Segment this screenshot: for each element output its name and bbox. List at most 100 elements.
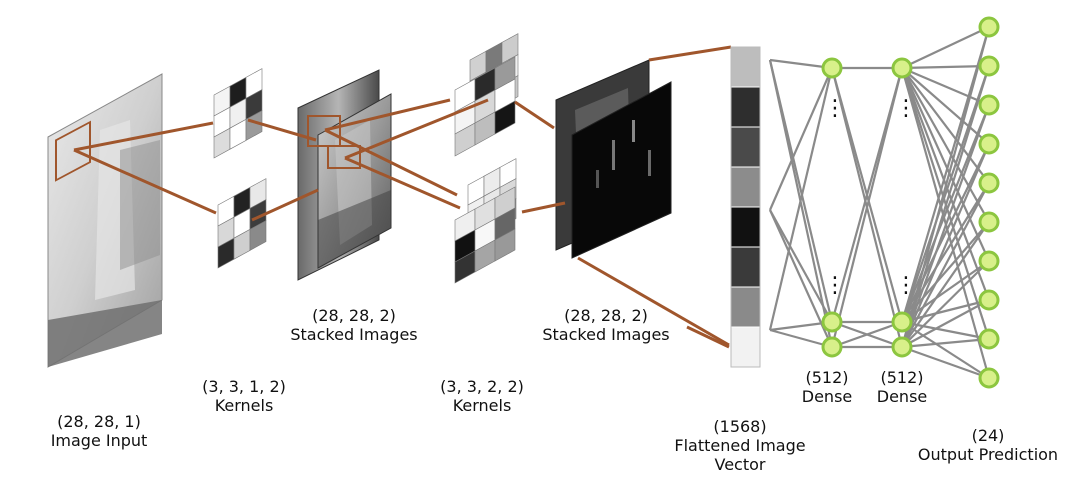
output-node [978,367,1000,389]
kernel-2a-front [454,56,516,157]
output-node [978,328,1000,350]
vector-cell [730,46,761,88]
kernel-1b [217,178,267,269]
network-edge [900,65,991,348]
kernels-2-name: Kernels [452,396,512,415]
output-node [978,172,1000,194]
image-input-panel [47,73,163,368]
network-edge [901,66,990,107]
output-name: Output Prediction [917,445,1059,464]
image-input-name: Image Input [50,431,148,450]
network-edge [769,209,833,323]
stacked-2-shape: (28, 28, 2) [564,306,648,325]
output-shape: (24) [971,426,1005,445]
dense-ellipsis: ⋮ ⋮ ⋮ ⋮ [824,96,917,298]
flattened-name-1: Flattened Image [674,436,806,455]
vector-cell [730,166,761,208]
kernel-1a [213,68,263,159]
stacked-1-shape: (28, 28, 2) [312,306,396,325]
dense-1-node [821,57,843,79]
network-edge [901,64,990,70]
stacked-2-name: Stacked Images [542,325,670,344]
receptive-field-box-stack-front [327,145,361,169]
dense-2-ellipsis-top: ⋮ [895,96,917,121]
kernel-cell [494,100,516,135]
kernels-2-shape: (3, 3, 2, 2) [440,377,524,396]
network-edge [901,67,990,145]
network-edge [768,67,834,331]
kernel-cell [249,220,267,251]
network-nodes [821,16,1000,389]
receptive-field-box-stack [307,115,341,147]
label-stacked-images-1: (28, 28, 2) Stacked Images [290,306,417,344]
label-kernels-2: (3, 3, 2, 2) Kernels [440,377,524,415]
dense-2-shape: (512) [880,368,924,387]
network-edge [900,104,991,348]
label-flattened-vector: (1568) Flattened Image Vector [674,417,805,474]
vector-cell [730,126,761,168]
network-edge [901,26,990,69]
vector-cell [730,286,761,328]
dense-1-name: Dense [801,387,853,406]
network-edges [768,26,991,380]
flattened-name-2: Vector [714,455,766,474]
output-node [978,55,1000,77]
network-edge [900,65,991,323]
stacked-images-2 [555,59,672,259]
flattened-shape: (1568) [713,417,767,436]
kernel-2b-front [454,186,516,284]
label-dense-2: (512) Dense [877,368,927,406]
output-node [978,94,1000,116]
image-input-shape: (28, 28, 1) [57,412,141,431]
network-edge [768,67,834,211]
network-edge [831,320,903,349]
dense-1-node [821,311,843,333]
vector-cell [730,326,761,368]
network-edge [901,260,990,348]
network-edge [901,182,990,348]
kernel-cell [494,228,516,262]
vector-cell [730,86,761,128]
output-node [978,250,1000,272]
dense-1-ellipsis-bottom: ⋮ [824,273,846,298]
network-edge [900,143,991,348]
output-node [978,133,1000,155]
connector-lines [55,45,732,349]
vector-cell [730,206,761,248]
network-edge [900,67,991,262]
network-edge [901,345,990,380]
output-node [978,16,1000,38]
kernels-1-name: Kernels [214,396,274,415]
network-edge [901,337,990,349]
receptive-field-box-input [55,120,91,182]
stacked-1-name: Stacked Images [290,325,418,344]
vector-cell [730,246,761,288]
kernel-cell [245,110,263,141]
label-image-input: (28, 28, 1) Image Input [51,412,148,450]
label-kernels-1: (3, 3, 1, 2) Kernels [202,377,286,415]
stacked-images-1 [297,69,392,281]
kernels-1-shape: (3, 3, 1, 2) [202,377,286,396]
output-node [978,289,1000,311]
network-edge [900,104,991,323]
dense-1-node [821,336,843,358]
network-edge [901,221,990,348]
dense-1-shape: (512) [805,368,849,387]
flattened-vector [730,46,761,368]
network-edge [901,299,990,348]
label-dense-1: (512) Dense [802,368,852,406]
network-edge [769,328,833,349]
network-edge [901,67,990,223]
vector-outline [730,46,761,368]
dense-2-node [891,57,913,79]
label-output-prediction: (24) Output Prediction [918,426,1058,464]
network-edge [830,67,904,348]
dense-1-ellipsis-top: ⋮ [824,96,846,121]
output-node [978,211,1000,233]
network-edge [901,67,990,184]
label-stacked-images-2: (28, 28, 2) Stacked Images [542,306,669,344]
dense-2-name: Dense [876,387,928,406]
dense-2-node [891,311,913,333]
network-edge [900,26,991,348]
